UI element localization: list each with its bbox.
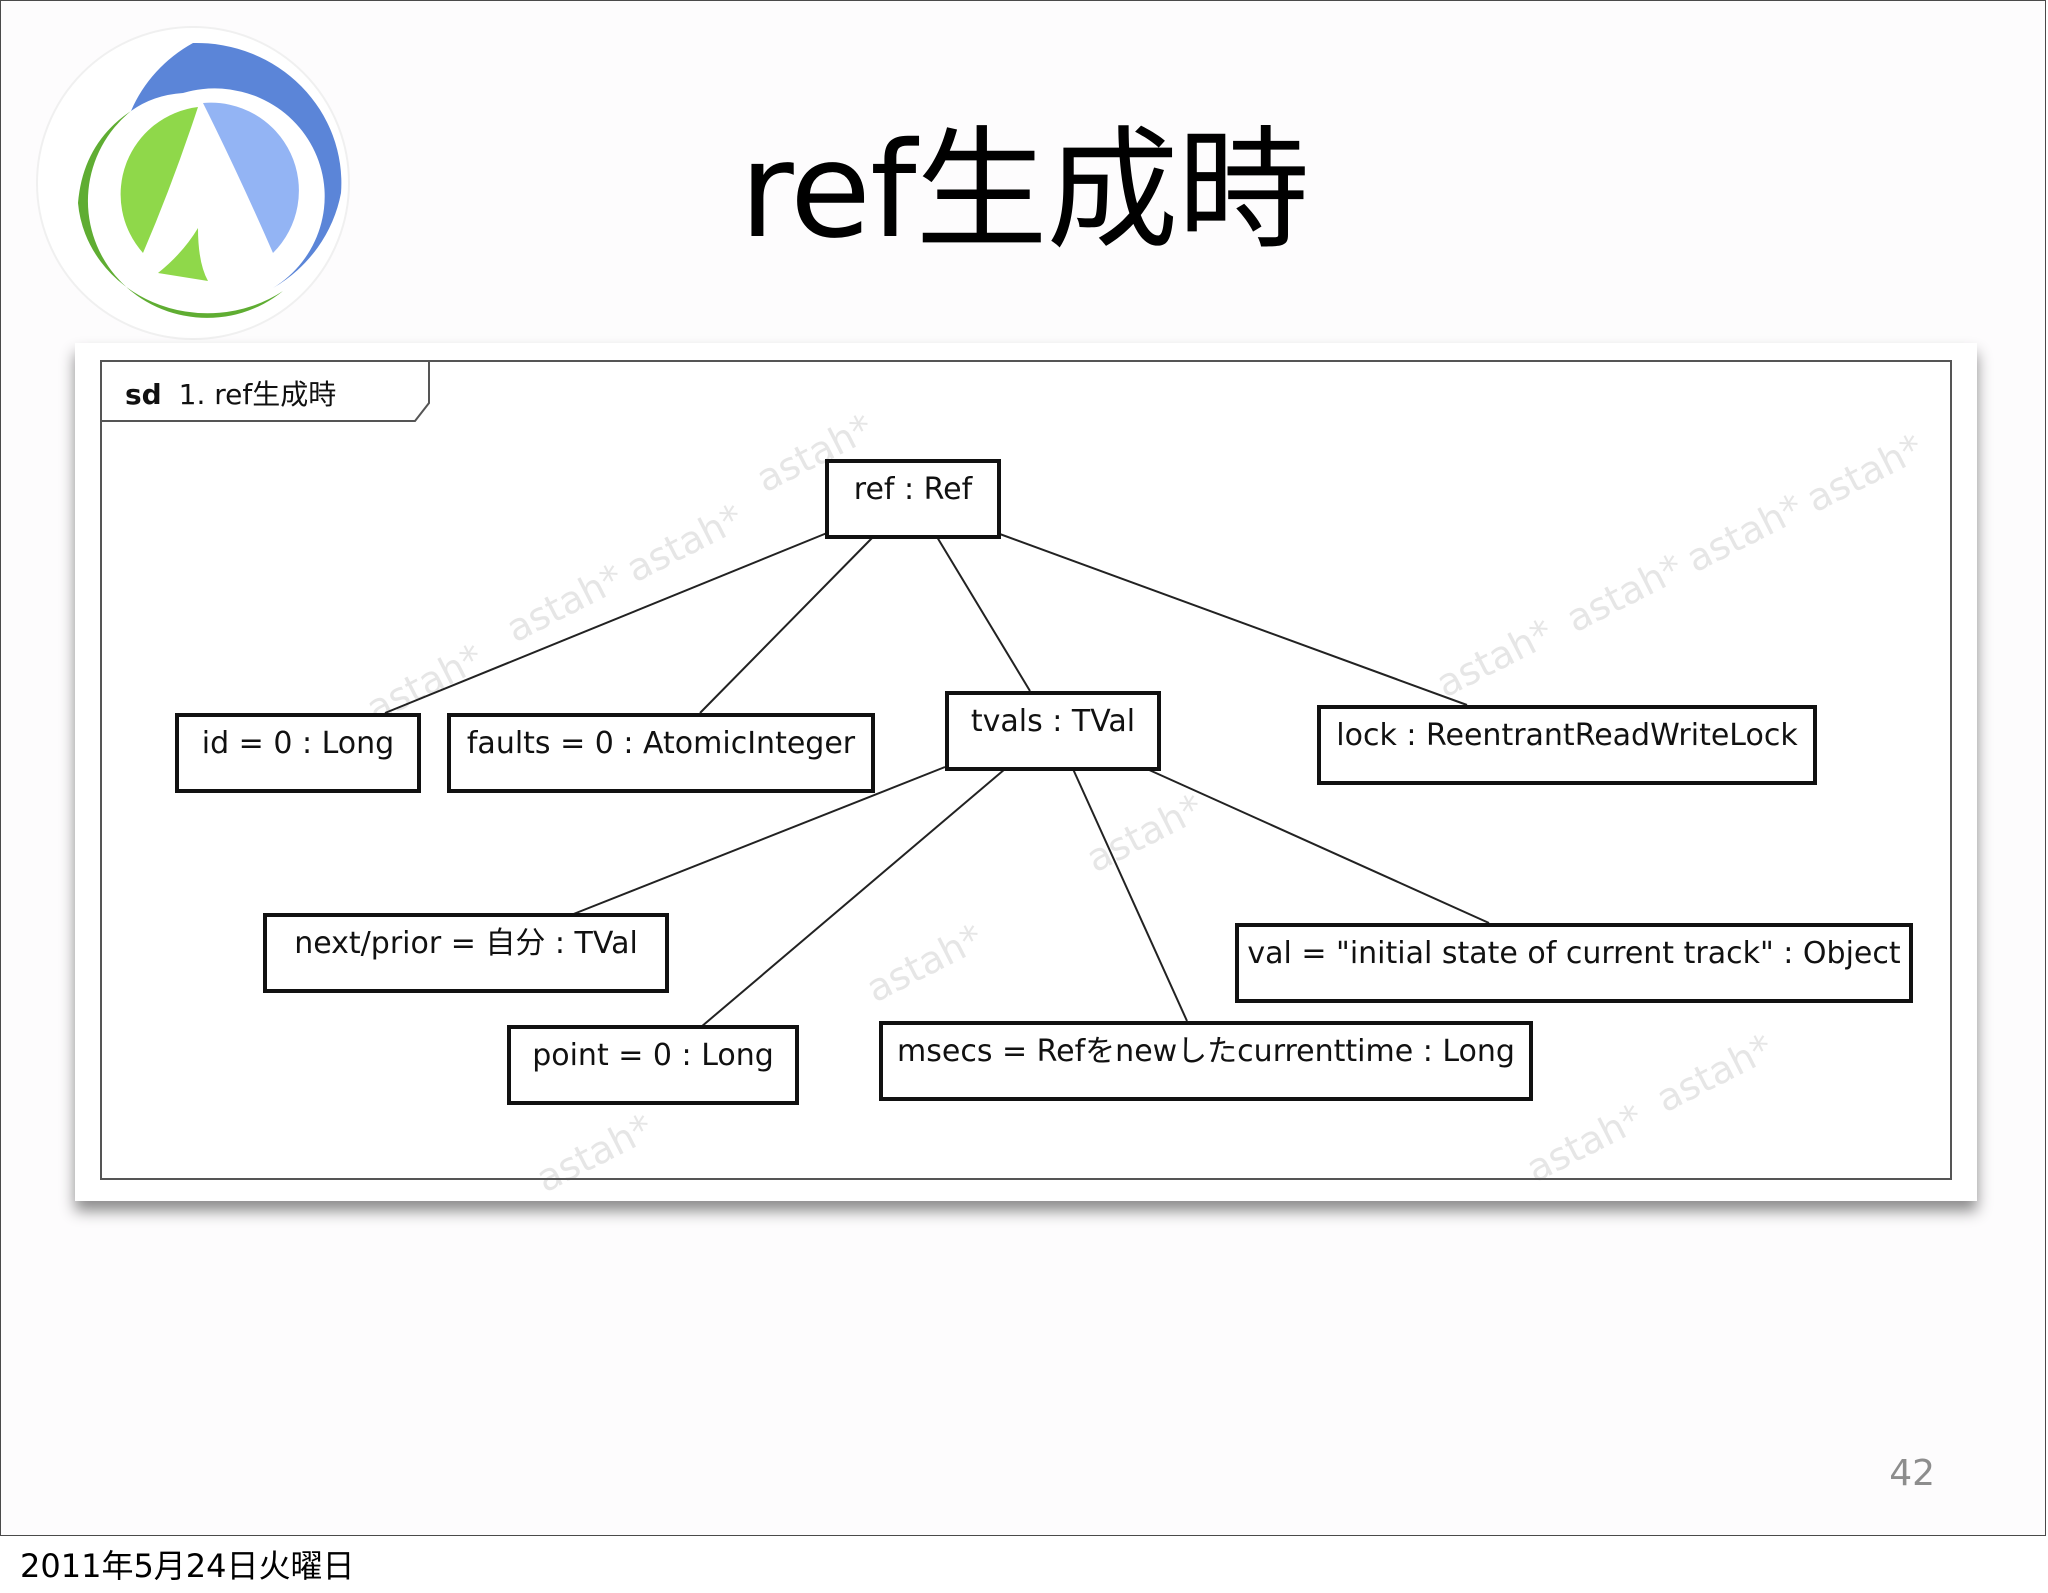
watermark-text: astah* (1799, 425, 1930, 521)
node-faults-label: faults = 0 : AtomicInteger (467, 726, 856, 761)
watermark-text: astah* (859, 915, 990, 1011)
sd-frame (100, 360, 1952, 1180)
watermark-text: astah* (1429, 610, 1560, 706)
watermark-text: astah* (1519, 1095, 1650, 1191)
watermark-text: astah* (529, 1105, 660, 1201)
link-ref-faults (699, 536, 874, 714)
node-msecs: msecs = Refをnewしたcurrenttime : Long (879, 1021, 1533, 1101)
node-id-label: id = 0 : Long (202, 726, 394, 761)
node-val-label: val = "initial state of current track" :… (1247, 936, 1901, 971)
object-diagram: astah* astah* astah* astah* astah* astah… (75, 343, 1977, 1201)
node-val: val = "initial state of current track" :… (1235, 923, 1913, 1003)
watermark-text: astah* (499, 555, 630, 651)
node-ref: ref : Ref (825, 459, 1001, 539)
node-ref-label: ref : Ref (854, 472, 974, 507)
watermark-text: astah* (1649, 1025, 1780, 1121)
node-point-label: point = 0 : Long (532, 1038, 774, 1073)
object-diagram-svg: astah* astah* astah* astah* astah* astah… (100, 360, 1952, 1201)
sd-frame-tab (101, 361, 430, 422)
watermark-text: astah* (1079, 785, 1210, 881)
link-tvals-point (700, 768, 1006, 1028)
node-tvals: tvals : TVal (945, 691, 1161, 771)
node-next-prior-label: next/prior = 自分 : TVal (294, 926, 638, 961)
footer-date: 2011年5月24日火曜日 (20, 1547, 355, 1585)
link-tvals-val (1146, 768, 1490, 924)
node-lock-label: lock : ReentrantReadWriteLock (1336, 718, 1798, 753)
node-tvals-label: tvals : TVal (971, 704, 1135, 739)
watermark-text: astah* (619, 495, 750, 591)
link-tvals-msecs (1072, 768, 1188, 1022)
slide: ref生成時 astah* astah* astah* astah* astah… (0, 0, 2046, 1536)
frame-keyword: sd (125, 378, 162, 411)
page-number: 42 (1889, 1453, 1935, 1494)
node-faults: faults = 0 : AtomicInteger (447, 713, 875, 793)
link-lines (384, 532, 1490, 1028)
link-ref-tvals (936, 536, 1031, 692)
watermark-text: astah* (1559, 545, 1690, 641)
watermark-text: astah* (1679, 485, 1810, 581)
link-ref-id (384, 532, 828, 714)
node-msecs-label: msecs = Refをnewしたcurrenttime : Long (897, 1034, 1515, 1069)
clojure-logo (36, 26, 350, 340)
node-next-prior: next/prior = 自分 : TVal (263, 913, 669, 993)
node-id: id = 0 : Long (175, 713, 421, 793)
node-point: point = 0 : Long (507, 1025, 799, 1105)
frame-label: sd 1. ref生成時 (125, 378, 336, 411)
node-lock: lock : ReentrantReadWriteLock (1317, 705, 1817, 785)
frame-name: 1. ref生成時 (179, 378, 337, 411)
link-tvals-nextprior (570, 766, 946, 916)
slide-title: ref生成時 (739, 114, 1309, 268)
link-ref-lock (996, 532, 1468, 706)
